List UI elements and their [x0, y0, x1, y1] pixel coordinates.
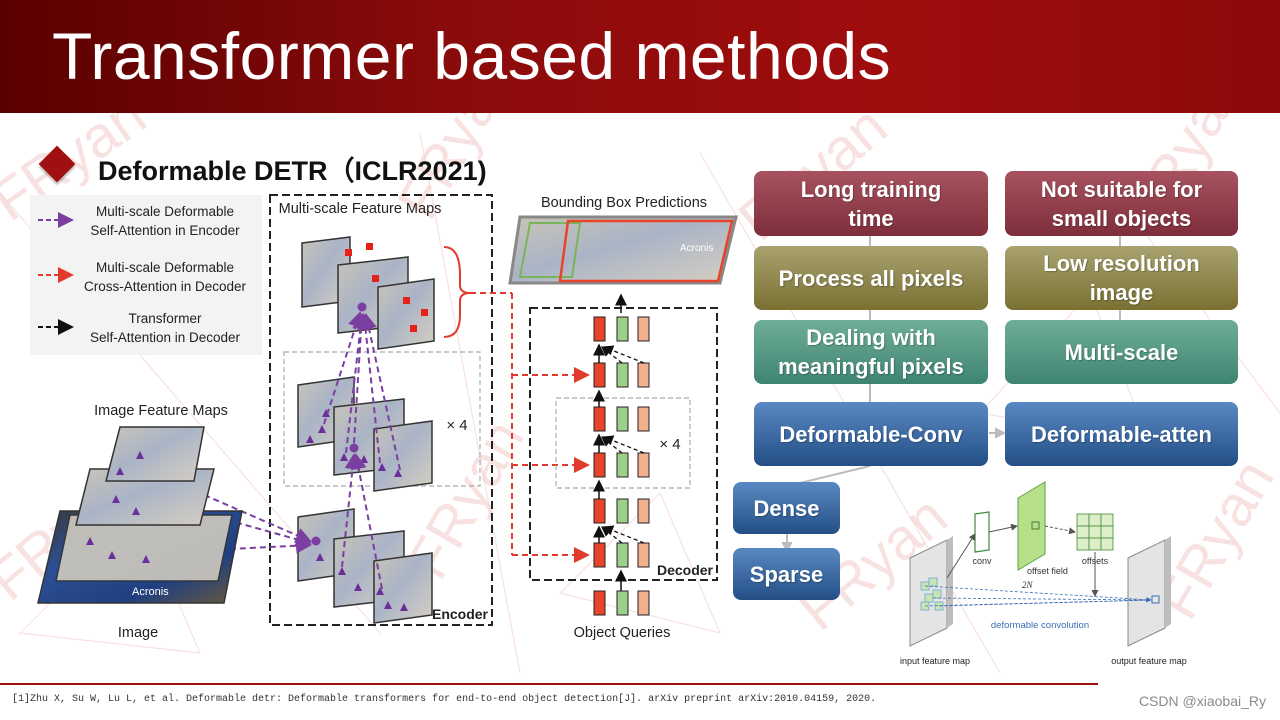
sparse-box: Sparse [733, 548, 840, 600]
box-line: meaningful pixels [778, 354, 964, 379]
credit-text: CSDN @xiaobai_Ry [1138, 693, 1266, 709]
box-line: Deformable-atten [1031, 421, 1212, 447]
deformable-convolution-label: deformable convolution [991, 620, 1089, 631]
box-line: Dealing with [806, 325, 936, 350]
low-resolution-box: Low resolution image [1005, 246, 1238, 310]
multi-scale-box: Multi-scale [1005, 320, 1238, 384]
legend-label: Self-Attention in Encoder [90, 223, 240, 238]
dense-box: Dense [733, 482, 840, 534]
deformable-conv-figure: conv 2N offset field offsets deformable … [900, 481, 1187, 666]
bounding-box-prediction-image: Acronis [508, 215, 738, 285]
meaningful-pixels-box: Dealing with meaningful pixels [754, 320, 988, 384]
box-line: Low resolution [1043, 251, 1200, 276]
encoder-middle-feature-maps [297, 376, 433, 492]
deformable-detr-diagram: Multi-scale Deformable Self-Attention in… [30, 194, 738, 641]
output-feature-map-label: output feature map [1111, 656, 1187, 666]
box-line: Not suitable for [1040, 176, 1203, 202]
box-line: Multi-scale [1064, 339, 1179, 365]
decoder-repeat-box [555, 397, 691, 489]
box-line: Process all pixels [778, 265, 964, 291]
encoder-top-feature-maps [301, 236, 435, 350]
bounding-box-predictions-label: Bounding Box Predictions [541, 195, 707, 211]
decoder-box [529, 307, 718, 581]
box-line: image [1089, 280, 1154, 305]
image-feature-maps-label: Image Feature Maps [94, 403, 228, 419]
encoder-label: Encoder [432, 606, 489, 622]
legend-label: Self-Attention in Decoder [90, 330, 241, 345]
box-line: small objects [1051, 205, 1192, 231]
bullet-diamond-icon [38, 145, 76, 183]
image-feature-pyramid: Acronis [37, 426, 243, 604]
box-line: Sparse [749, 561, 824, 587]
offsets-label: offsets [1082, 556, 1109, 566]
box-line: Dense [753, 495, 820, 521]
encoder-brace [443, 246, 471, 338]
small-objects-box: Not suitable for small objects [1005, 171, 1238, 236]
two-n-label: 2N [1022, 580, 1034, 590]
encoder-box [269, 194, 493, 626]
deformable-conv-box: Deformable-Conv [754, 402, 988, 466]
encoder-repeat-label: × 4 [446, 417, 467, 434]
decoder-query-stacks [593, 293, 650, 616]
footer-divider [0, 683, 1098, 685]
box-line: Deformable-Conv [779, 421, 963, 447]
conv-label: conv [972, 556, 992, 566]
legend-label: Transformer [128, 311, 202, 326]
long-training-time-box: Long training time [754, 171, 988, 236]
legend-label: Multi-scale Deformable [96, 204, 234, 219]
deformable-atten-box: Deformable-atten [1005, 402, 1238, 466]
process-all-pixels-box: Process all pixels [754, 246, 988, 310]
box-line: time [848, 205, 894, 231]
slide-title: Transformer based methods [52, 19, 892, 93]
object-queries-label: Object Queries [574, 625, 671, 641]
jersey-text: Acronis [132, 586, 169, 598]
jersey-text: Acronis [680, 243, 713, 254]
section-heading: Deformable DETR（ICLR2021) [98, 156, 487, 186]
decoder-label: Decoder [657, 562, 714, 578]
legend-label: Cross-Attention in Decoder [84, 279, 247, 294]
decoder-repeat-label: × 4 [659, 436, 680, 453]
title-banner [0, 0, 1280, 113]
input-feature-map-label: input feature map [900, 656, 970, 666]
citation-text: [1]Zhu X, Su W, Lu L, et al. Deformable … [12, 694, 877, 705]
image-label: Image [118, 625, 158, 641]
box-line: Long training [800, 176, 942, 202]
encoder-bottom-feature-maps [297, 508, 433, 624]
multi-scale-feature-maps-label: Multi-scale Feature Maps [279, 201, 442, 217]
legend-label: Multi-scale Deformable [96, 260, 234, 275]
offset-field-label: offset field [1027, 566, 1068, 576]
